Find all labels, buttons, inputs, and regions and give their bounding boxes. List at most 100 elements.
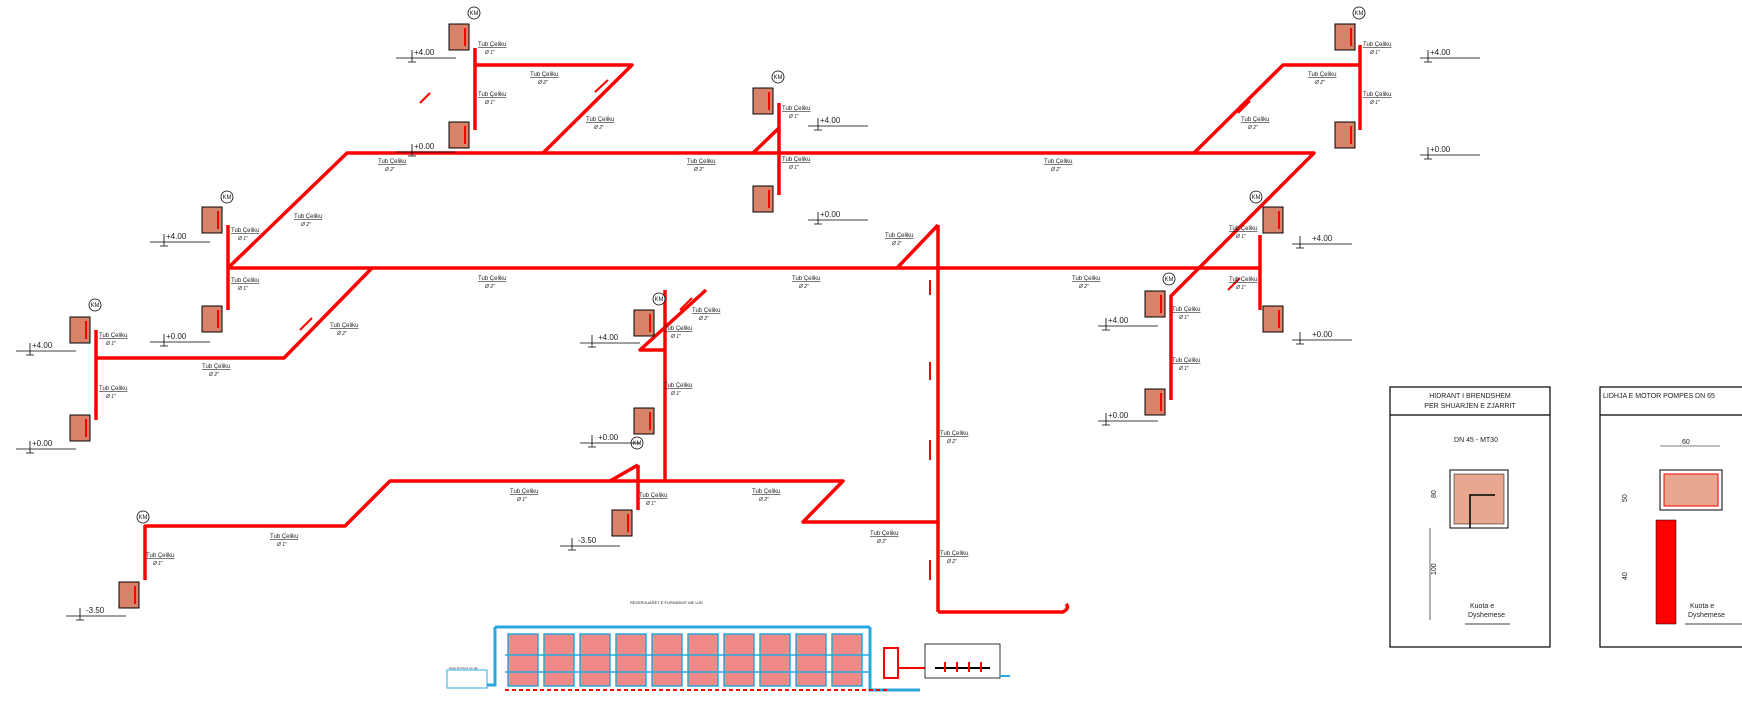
level-text: +4.00 bbox=[820, 116, 841, 125]
detail-left-floor-2: Dyshemese bbox=[1468, 612, 1505, 619]
cabinet bbox=[1144, 290, 1166, 318]
svg-text:Ø 2": Ø 2" bbox=[537, 80, 548, 86]
svg-text:Tub Çeliku: Tub Çeliku bbox=[231, 278, 259, 284]
km-text: KM bbox=[774, 75, 783, 81]
detail-right-floor-1: Kuota e bbox=[1690, 603, 1714, 610]
svg-text:Tub Çeliku: Tub Çeliku bbox=[1229, 277, 1257, 283]
cabinet bbox=[633, 309, 655, 337]
km-tags bbox=[88, 6, 1366, 524]
svg-text:Tub Çeliku: Tub Çeliku bbox=[940, 551, 968, 557]
level-text: +0.00 bbox=[1430, 145, 1451, 154]
svg-text:Tub Çeliku: Tub Çeliku bbox=[294, 214, 322, 220]
km-text: KM bbox=[1355, 11, 1364, 17]
level-text: +0.00 bbox=[414, 142, 435, 151]
svg-text:Tub Çeliku: Tub Çeliku bbox=[885, 233, 913, 239]
svg-text:Tub Çeliku: Tub Çeliku bbox=[870, 531, 898, 537]
cabinet bbox=[1334, 121, 1356, 149]
svg-text:Ø 2": Ø 2" bbox=[891, 241, 902, 247]
svg-text:Ø 1": Ø 1" bbox=[1178, 315, 1189, 321]
svg-text:Tub Çeliku: Tub Çeliku bbox=[1044, 159, 1072, 165]
detail-hydrant: HIDRANT I BRENDSHEM PER SHUARJEN E ZJARR… bbox=[1389, 386, 1551, 648]
svg-text:Ø 2": Ø 2" bbox=[384, 167, 395, 173]
svg-text:Ø 1": Ø 1" bbox=[1369, 50, 1380, 56]
svg-text:Tub Çeliku: Tub Çeliku bbox=[782, 157, 810, 163]
pipe-label: Tub Çeliku Ø 2" bbox=[1044, 159, 1072, 173]
level-text: +0.00 bbox=[598, 433, 619, 442]
svg-text:Tub Çeliku: Tub Çeliku bbox=[510, 489, 538, 495]
svg-text:Tub Çeliku: Tub Çeliku bbox=[1363, 92, 1391, 98]
hydrant-cabinets bbox=[69, 23, 1356, 609]
km-text: KM bbox=[223, 195, 232, 201]
svg-text:Ø 1": Ø 1" bbox=[1369, 100, 1380, 106]
cabinet bbox=[201, 305, 223, 333]
svg-text:Ø 2": Ø 2" bbox=[1247, 125, 1258, 131]
svg-text:Ø 2": Ø 2" bbox=[698, 316, 709, 322]
reservoir-title: REZERVUARET E FURNIZIMIT ME UJE bbox=[630, 600, 703, 605]
svg-text:Tub Çeliku: Tub Çeliku bbox=[752, 489, 780, 495]
svg-text:Ø 2": Ø 2" bbox=[946, 439, 957, 445]
pipe-label: Tub Çeliku Ø 1" bbox=[270, 534, 298, 548]
km-text: KM bbox=[1165, 277, 1174, 283]
cabinet bbox=[633, 407, 655, 435]
pipe-label: Tub Çeliku Ø 2" bbox=[885, 233, 913, 247]
pump-unit bbox=[883, 647, 899, 679]
level-text: -3.50 bbox=[86, 606, 105, 615]
level-text: +0.00 bbox=[1312, 330, 1333, 339]
svg-text:Tub Çeliku: Tub Çeliku bbox=[687, 159, 715, 165]
detail-motor-pump: LIDHJA E MOTOR POMPES DN 65 60 50 40 Kuo… bbox=[1599, 386, 1742, 648]
pipe-network bbox=[94, 45, 1362, 614]
detail-left-dim-top: 80 bbox=[1431, 490, 1438, 498]
km-text: KM bbox=[1252, 195, 1261, 201]
svg-text:Ø 1": Ø 1" bbox=[516, 497, 527, 503]
svg-text:Tub Çeliku: Tub Çeliku bbox=[478, 92, 506, 98]
svg-text:Tub Çeliku: Tub Çeliku bbox=[1241, 117, 1269, 123]
svg-text:Tub Çeliku: Tub Çeliku bbox=[1172, 358, 1200, 364]
cabinet bbox=[118, 581, 140, 609]
svg-text:Ø 2": Ø 2" bbox=[758, 497, 769, 503]
svg-text:Tub Çeliku: Tub Çeliku bbox=[664, 383, 692, 389]
svg-text:Tub Çeliku: Tub Çeliku bbox=[530, 72, 558, 78]
svg-text:Tub Çeliku: Tub Çeliku bbox=[146, 553, 174, 559]
svg-text:Tub Çeliku: Tub Çeliku bbox=[1363, 42, 1391, 48]
detail-right-dim-width: 60 bbox=[1682, 439, 1690, 446]
svg-text:Tub Çeliku: Tub Çeliku bbox=[692, 308, 720, 314]
svg-text:Ø 2": Ø 2" bbox=[1078, 284, 1089, 290]
cabinet bbox=[752, 87, 774, 115]
cabinet bbox=[69, 414, 91, 442]
svg-text:Ø 1": Ø 1" bbox=[276, 542, 287, 548]
detail-right-dim-top: 50 bbox=[1622, 494, 1629, 502]
svg-text:Ø 2": Ø 2" bbox=[693, 167, 704, 173]
level-text: +0.00 bbox=[1108, 411, 1129, 420]
detail-left-title-2: PER SHUARJEN E ZJARRIT bbox=[1424, 403, 1516, 410]
cabinet bbox=[611, 509, 633, 537]
svg-text:Ø 2": Ø 2" bbox=[1050, 167, 1061, 173]
cabinet bbox=[201, 206, 223, 234]
detail-left-type: DN 45 - MT30 bbox=[1454, 437, 1498, 444]
level-text: +4.00 bbox=[1108, 316, 1129, 325]
svg-text:Tub Çeliku: Tub Çeliku bbox=[270, 534, 298, 540]
svg-text:Ø 2": Ø 2" bbox=[876, 539, 887, 545]
svg-text:Ø 2": Ø 2" bbox=[484, 284, 495, 290]
detail-right-floor-2: Dyshemese bbox=[1688, 612, 1725, 619]
pipe-label: Tub Çeliku Ø 2" bbox=[530, 72, 558, 86]
svg-text:Ø 2": Ø 2" bbox=[336, 331, 347, 337]
cabinet bbox=[448, 23, 470, 51]
pipe-label: Tub Çeliku Ø 2" bbox=[1241, 117, 1269, 131]
detail-left-dim-bottom: 100 bbox=[1431, 563, 1438, 575]
km-tag-texts: KM KM KM KM KM KM KM KM KM KM bbox=[91, 11, 1364, 521]
svg-text:Ø 1": Ø 1" bbox=[237, 236, 248, 242]
svg-text:Ø 1": Ø 1" bbox=[484, 50, 495, 56]
svg-text:Tub Çeliku: Tub Çeliku bbox=[1229, 226, 1257, 232]
